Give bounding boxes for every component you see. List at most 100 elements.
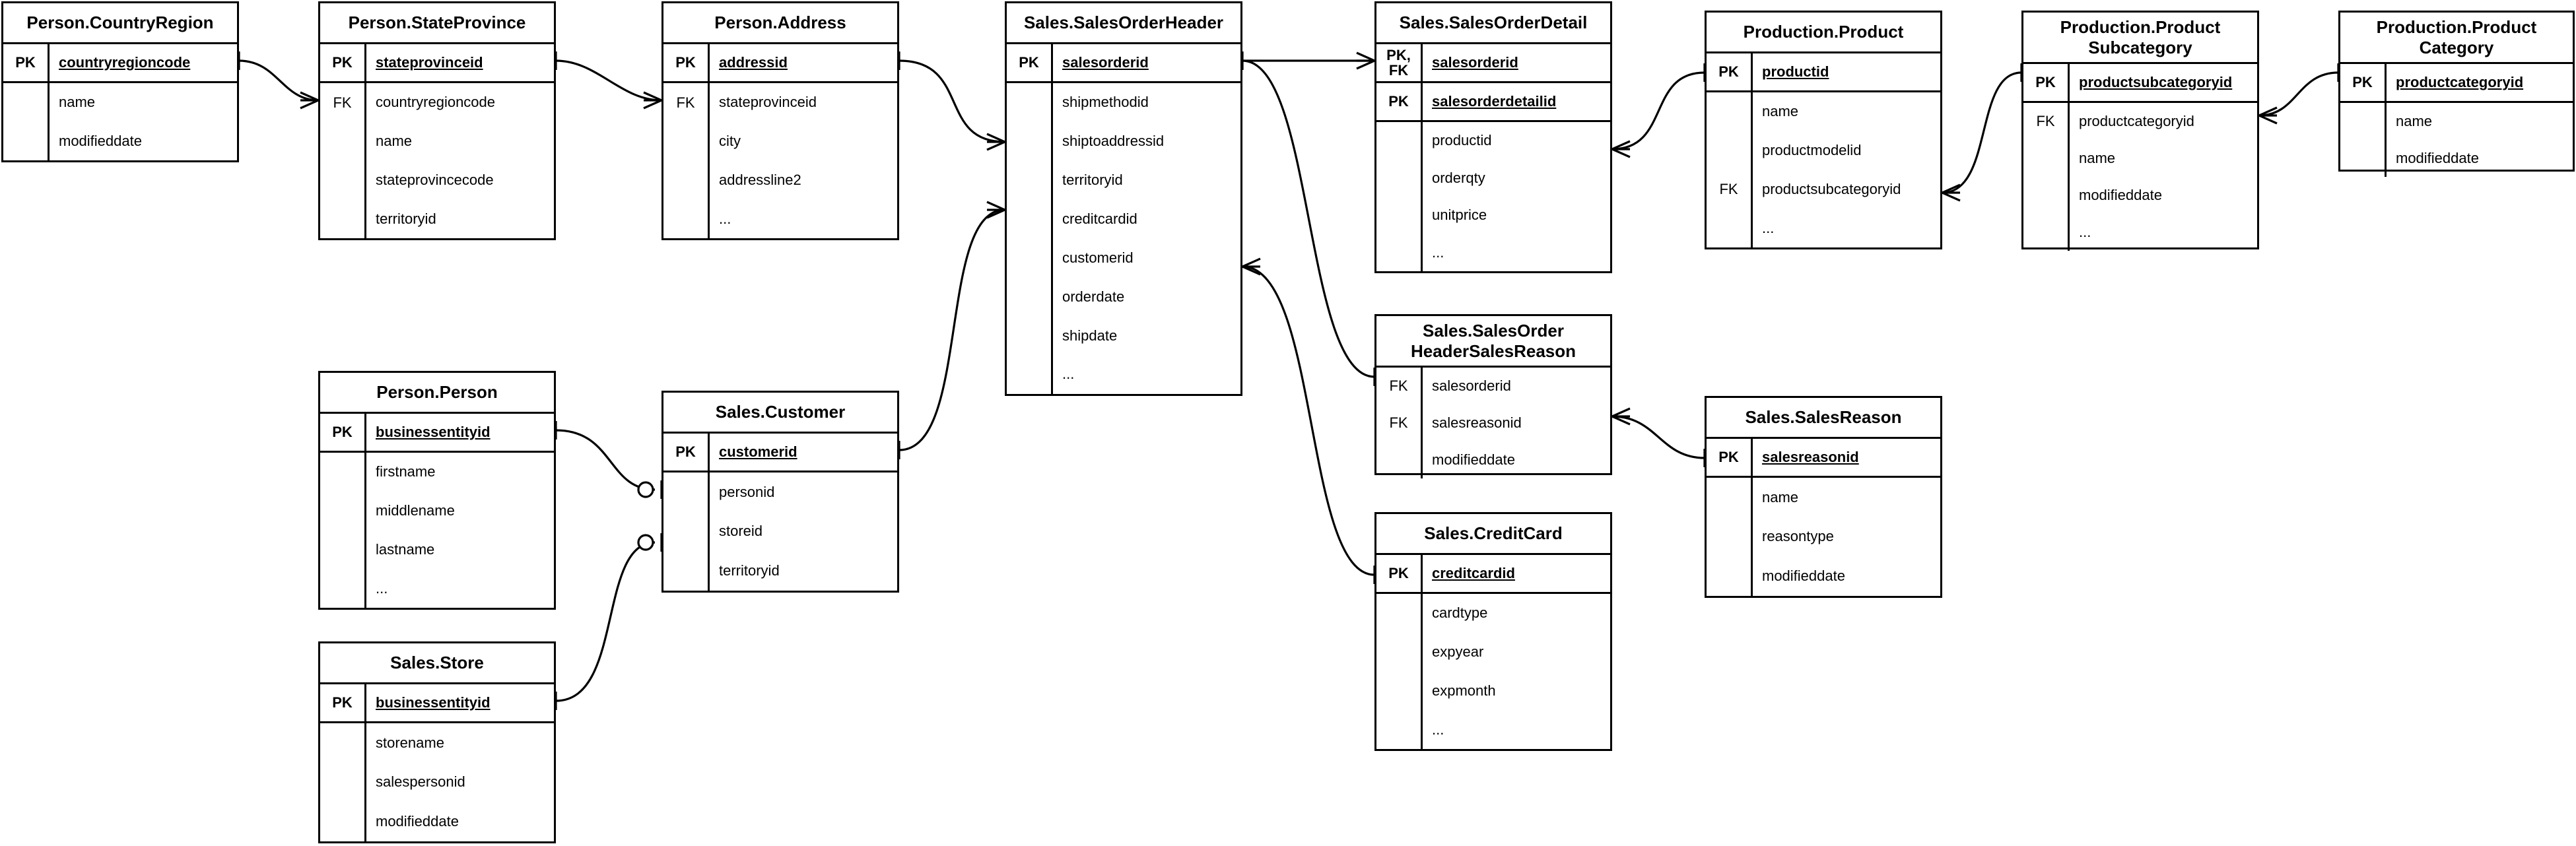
attribute-row[interactable]: shipdate	[1007, 316, 1240, 356]
attribute-row[interactable]: modifieddate	[2023, 177, 2257, 214]
attribute-row[interactable]: expmonth	[1376, 671, 1610, 711]
attribute-row[interactable]: modifieddate	[1707, 556, 1940, 597]
attribute-row[interactable]: personid	[663, 472, 897, 512]
attribute-row[interactable]: productid	[1376, 122, 1610, 160]
entity-title: Production.Product Category	[2340, 13, 2573, 64]
column-name: expyear	[1432, 643, 1484, 661]
attribute-row[interactable]: creditcardid	[1007, 199, 1240, 239]
attribute-row[interactable]: name	[1707, 478, 1940, 517]
key-marker: PK, FK	[1376, 44, 1423, 81]
attribute-row[interactable]: cardtype	[1376, 594, 1610, 633]
key-marker	[320, 802, 366, 842]
attribute-row[interactable]: name	[1707, 92, 1940, 131]
attribute-row[interactable]: territoryid	[320, 199, 554, 238]
attribute-row[interactable]: orderdate	[1007, 277, 1240, 317]
column-name: ...	[376, 579, 388, 597]
edge-store-to-customer	[555, 533, 663, 710]
attribute-row[interactable]: name	[320, 121, 554, 161]
attribute-row[interactable]: modifieddate	[320, 802, 554, 842]
attribute-row[interactable]: salespersonid	[320, 762, 554, 802]
attribute-row[interactable]: ...	[1007, 355, 1240, 394]
key-marker: PK	[320, 684, 366, 721]
attribute-row[interactable]: middlename	[320, 491, 554, 531]
attribute-row[interactable]: name	[2340, 103, 2573, 140]
attribute-row[interactable]: modifieddate	[1376, 441, 1610, 478]
edge-productsubcategory-to-productcategory	[2258, 63, 2340, 125]
attribute-row[interactable]: storeid	[663, 511, 897, 552]
attribute-row[interactable]: unitprice	[1376, 197, 1610, 234]
column-name: countryregioncode	[376, 94, 496, 111]
attribute-row[interactable]: expyear	[1376, 632, 1610, 672]
attribute-row[interactable]: ...	[663, 199, 897, 238]
attribute-row[interactable]: firstname	[320, 453, 554, 492]
attribute-row[interactable]: addressline2	[663, 160, 897, 200]
edge-salesorderdetail-to-product	[1611, 63, 1706, 158]
attribute-row[interactable]: ...	[320, 569, 554, 608]
attribute-row[interactable]: ...	[1707, 209, 1940, 247]
key-marker	[1707, 556, 1753, 597]
attribute-row[interactable]: storename	[320, 723, 554, 763]
attribute-row[interactable]: productmodelid	[1707, 131, 1940, 170]
attribute-row[interactable]: name	[3, 83, 237, 122]
attribute-row[interactable]: modifieddate	[3, 121, 237, 160]
key-marker	[1376, 159, 1423, 197]
attribute-row[interactable]: shiptoaddressid	[1007, 121, 1240, 161]
attribute-row[interactable]: ...	[2023, 214, 2257, 251]
attribute-row[interactable]: city	[663, 121, 897, 161]
attribute-row[interactable]: lastname	[320, 530, 554, 569]
key-marker	[320, 453, 366, 492]
attribute-row[interactable]: orderqty	[1376, 159, 1610, 197]
attribute-row[interactable]: name	[2023, 140, 2257, 177]
edge-customer-to-salesorderheader	[898, 201, 1005, 459]
attribute-row[interactable]: shipmethodid	[1007, 83, 1240, 122]
attribute-row[interactable]: territoryid	[1007, 160, 1240, 200]
attribute-row[interactable]: territoryid	[663, 551, 897, 591]
attribute-row[interactable]: customerid	[1007, 238, 1240, 278]
attribute-row[interactable]: stateprovincecode	[320, 160, 554, 200]
entity-title: Sales.Customer	[663, 393, 897, 434]
key-marker	[1007, 277, 1053, 317]
attribute-row[interactable]: reasontype	[1707, 517, 1940, 557]
attribute-row[interactable]: ...	[1376, 710, 1610, 749]
attribute-row[interactable]: ...	[1376, 234, 1610, 271]
attribute-row[interactable]: modifieddate	[2340, 140, 2573, 177]
column-name: customerid	[719, 443, 797, 460]
column-name: salespersonid	[376, 773, 465, 791]
